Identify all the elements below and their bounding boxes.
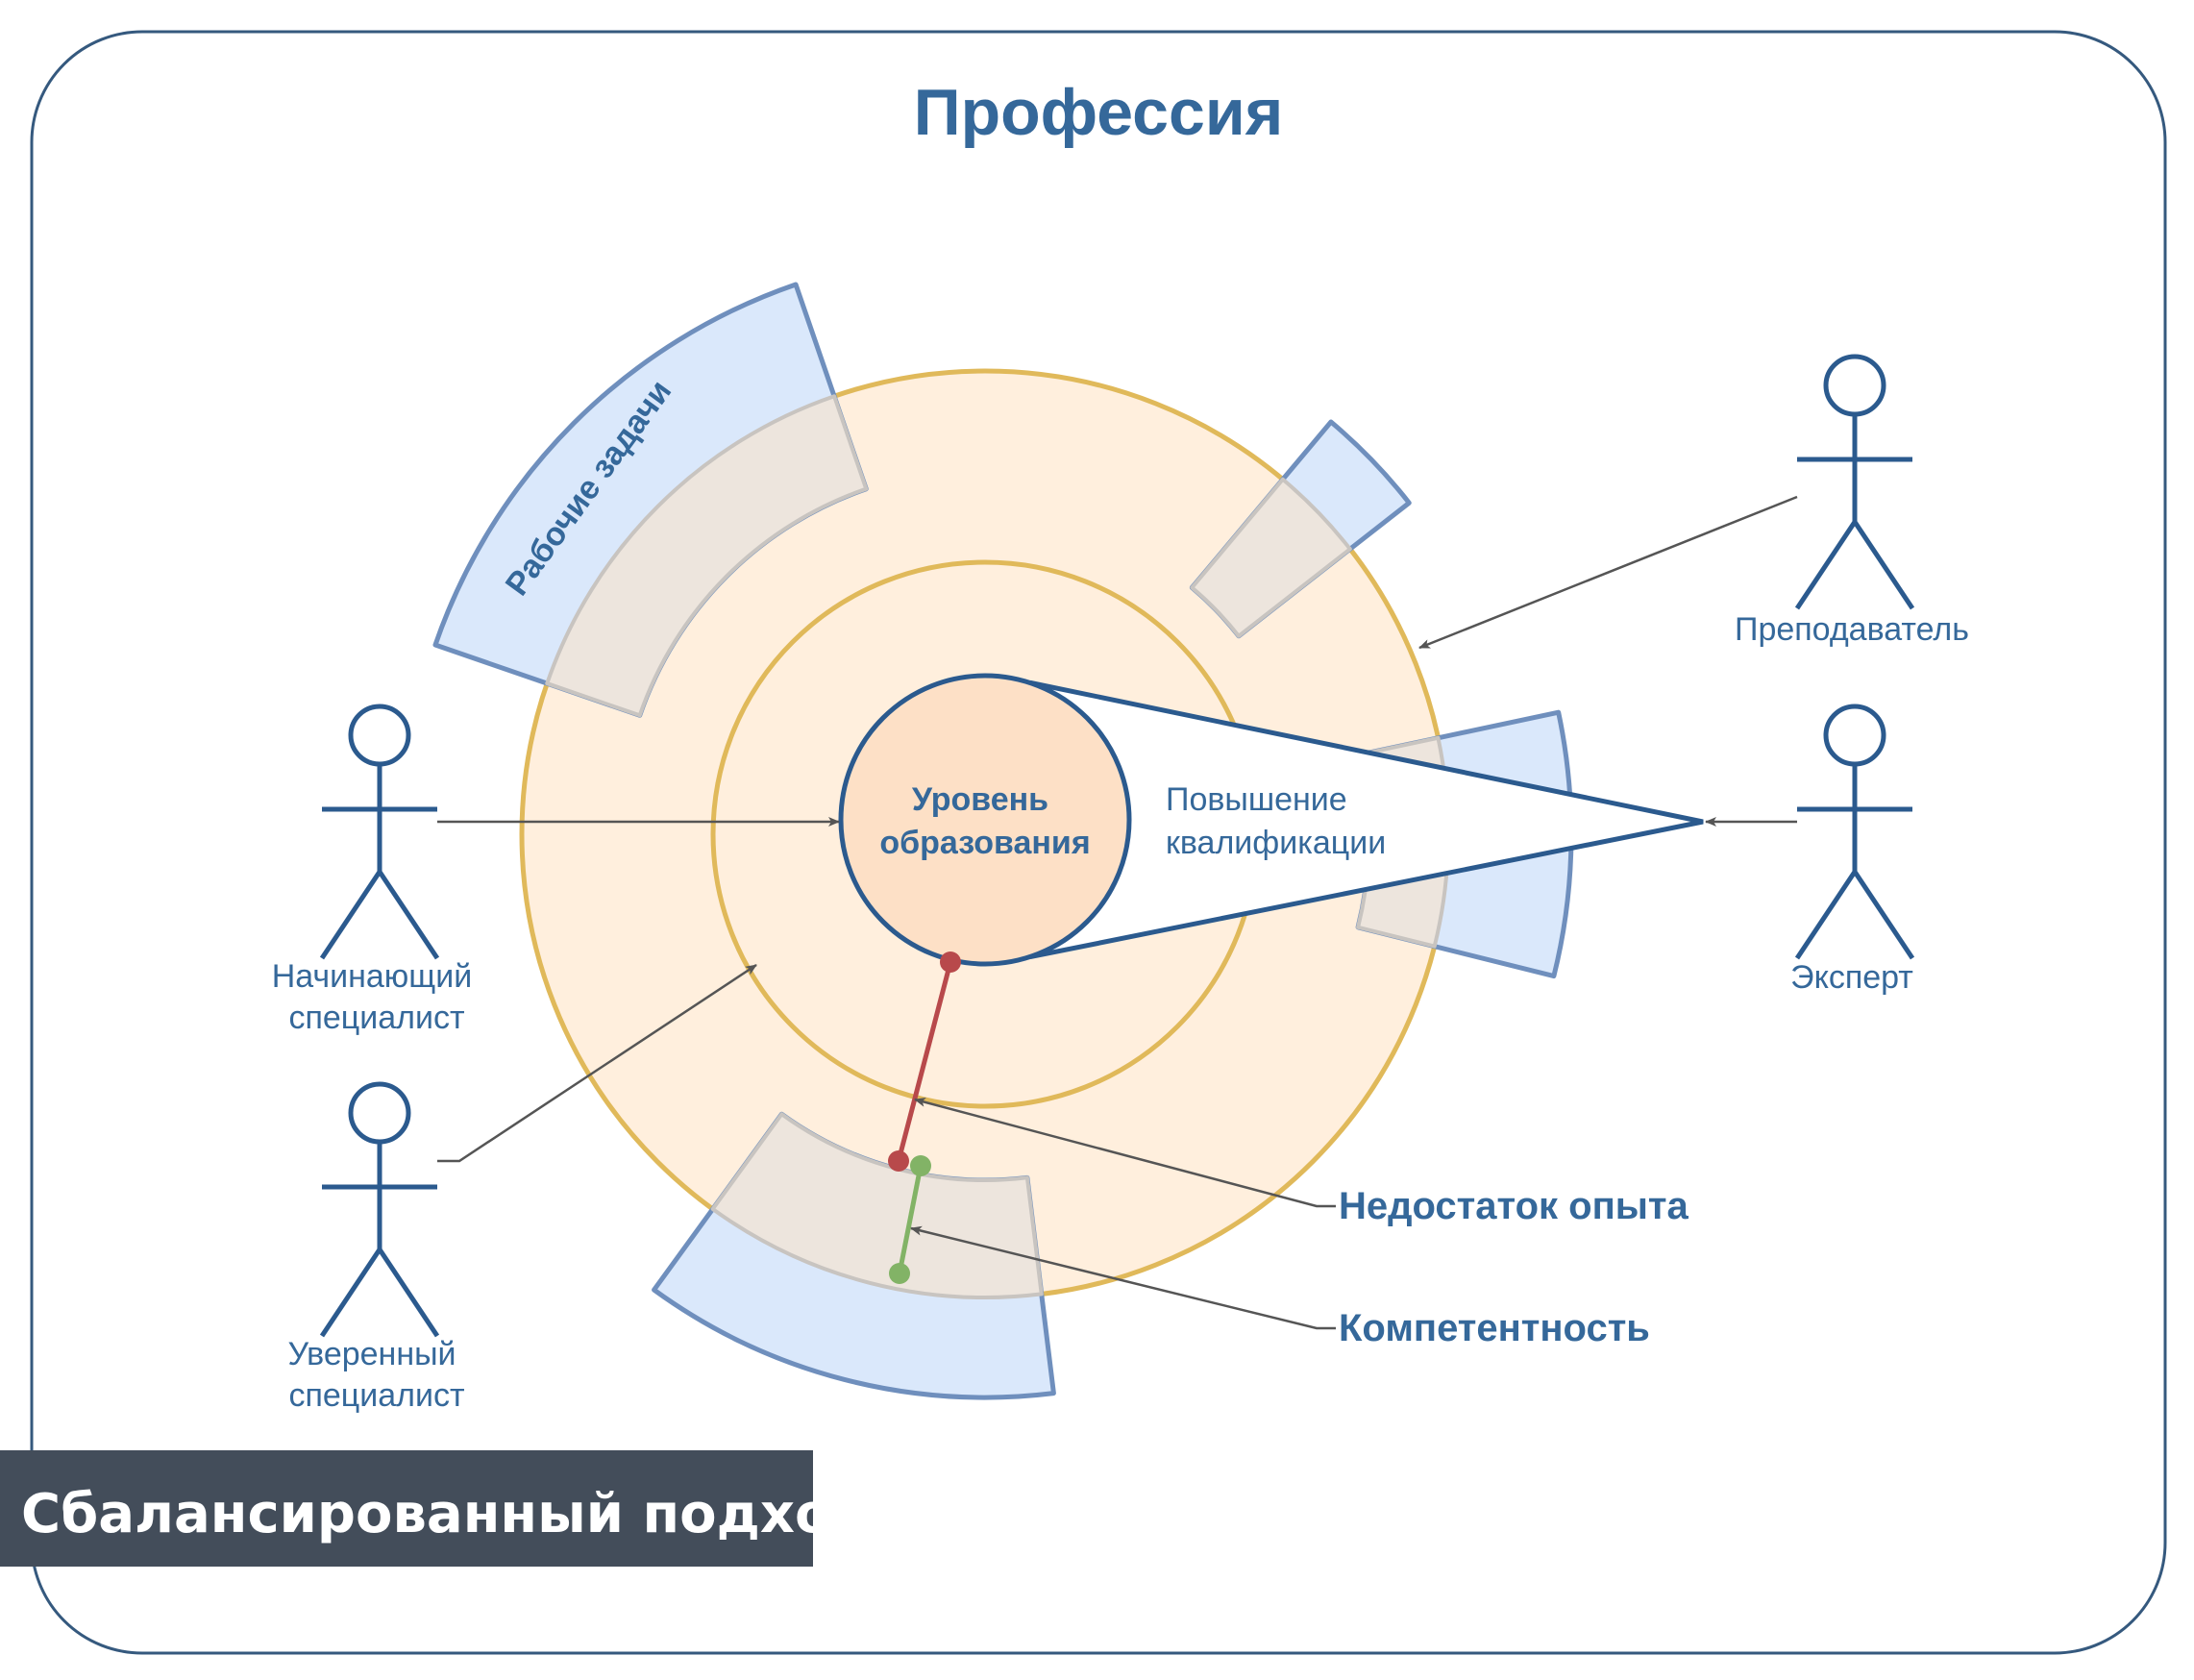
actor-expert [1794,704,1915,960]
sector-bottom-overlap [710,1112,1044,1299]
beginner-label-line2: специалист [288,1000,464,1036]
actor-left-leg [319,1248,382,1338]
actor-beginner [319,704,440,960]
lack-of-experience-label: Недостаток опыта [1339,1185,1689,1227]
cone-label-line1: Повышение [1166,781,1347,818]
beginner-label-line1: Начинающий [272,958,473,995]
confident-to-middle-ring-arrow [437,963,757,1163]
core-label-line2: образования [879,825,1090,861]
page-title: Профессия [914,76,1284,149]
experience-gap-bottom-dot [888,1150,909,1172]
actor-head [348,1081,411,1145]
lack-of-experience-arrow [914,1097,1336,1208]
actor-teacher [1794,354,1915,610]
banner-text: Сбалансированный подход [21,1483,875,1545]
teacher-label: Преподаватель [1735,611,1969,648]
cone-label-line2: квалификации [1166,825,1386,861]
sector-upper-right-overlap [1190,477,1352,638]
experience-gap-top-dot [940,951,961,973]
actor-confident [319,1081,440,1338]
banner-background [0,1450,813,1567]
actor-head [1823,354,1886,417]
confident-label-line1: Уверенный [287,1336,456,1372]
competence-top-dot [910,1155,931,1176]
actor-right-leg [1852,870,1915,960]
confident-label-line2: специалист [288,1377,464,1414]
sector-upper-left-overlap [545,394,869,718]
expert-label: Эксперт [1790,959,1913,996]
competence-bottom-dot [889,1263,910,1284]
actor-left-leg [1794,520,1858,610]
education-core [838,673,1132,967]
competence-label: Компетентность [1339,1307,1650,1349]
actor-right-leg [377,1248,440,1338]
competence-arrow [910,1225,1336,1330]
actor-right-leg [1852,520,1915,610]
actor-head [348,704,411,767]
actor-head [1823,704,1886,767]
actor-right-leg [377,870,440,960]
teacher-to-outer-ring-arrow [1418,495,1798,650]
actor-left-leg [1794,870,1858,960]
experience-gap-line [896,961,953,1162]
core-label-line1: Уровень [912,781,1048,818]
competence-line [897,1165,924,1274]
actor-left-leg [319,870,382,960]
